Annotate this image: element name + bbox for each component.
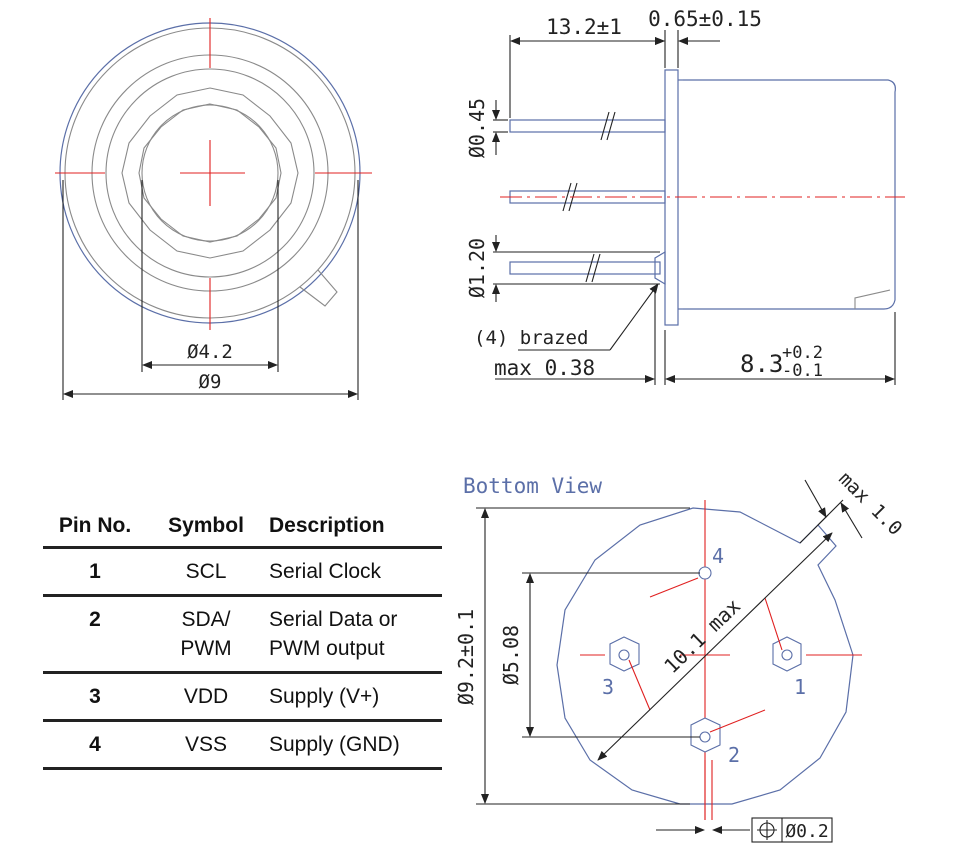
symbol-line: VSS [184,733,228,756]
description-line: Supply (GND) [269,733,400,756]
pin-no-cell: 4 [43,720,147,770]
body-length-label: 8.3 [740,350,783,378]
bottom-outline [556,507,854,805]
pin-no-cell: 3 [43,672,147,722]
pin-no-cell: 2 [43,595,147,674]
lead-dia-label: Ø0.45 [465,98,489,158]
table-row: 4 VSS Supply (GND) [43,720,442,770]
table-row: 1 SCL Serial Clock [43,547,442,597]
description-line: PWM output [269,637,385,660]
symbol-line: SDA/ [181,608,231,631]
bottom-view-title: Bottom View [463,474,602,498]
pin-2 [699,731,711,743]
description-line: Supply (V+) [269,685,380,708]
pin-table: Pin No. Symbol Description 1 SCL Serial … [43,508,442,770]
pin-3 [618,649,630,661]
max-tab-label: max 1.0 [834,468,906,540]
max-note: max 0.38 [494,356,595,380]
body-length-tol-plus: +0.2 [782,343,823,363]
pin-4-label: 4 [712,544,724,568]
lead-length-label: 13.2±1 [546,15,622,39]
header-symbol: Symbol [147,508,265,549]
pin-4 [698,566,712,580]
body-dia-label: Ø9.2±0.1 [454,609,478,705]
description-cell: Supply (V+) [265,672,442,722]
lead-top [509,119,666,133]
pin-table-header: Pin No. Symbol Description [43,508,442,549]
symbol-cell: SDA/PWM [147,595,265,674]
front-view: Ø4.2 Ø9 [55,18,372,400]
front-inner-circle [141,104,279,242]
lead-bottom [509,261,661,275]
tolerance-frame [751,817,833,843]
front-inner-dia-label: Ø4.2 [187,341,233,363]
position-tolerance-label: Ø0.2 [785,821,828,842]
body-length-tol-minus: -0.1 [782,361,823,381]
side-view: 13.2±1 0.65±0.15 Ø0.45 Ø1.20 (4) brazed … [465,7,905,385]
symbol-line: SCL [185,560,227,583]
front-tab [299,269,338,307]
description-cell: Serial Clock [265,547,442,597]
pin-1-label: 1 [794,675,806,699]
front-outer-dia-label: Ø9 [199,371,222,393]
symbol-line: VDD [183,685,229,708]
pin-1 [781,649,793,661]
braze-dia-label: Ø1.20 [465,238,489,298]
table-row: 2 SDA/PWM Serial Data or PWM output [43,595,442,674]
description-line: Serial Data or [269,608,398,631]
side-body [683,79,896,310]
symbol-cell: VSS [147,720,265,770]
symbol-line: PWM [180,637,232,660]
symbol-cell: VDD [147,672,265,722]
description-cell: Serial Data or PWM output [265,595,442,674]
description-line: Serial Clock [269,560,382,583]
pin-circle-label: Ø5.08 [499,625,523,685]
pin-3-label: 3 [602,675,614,699]
pin-no-cell: 1 [43,547,147,597]
description-cell: Supply (GND) [265,720,442,770]
braze-note: (4) brazed [474,327,588,349]
diag-dim-label: 10.1 max [659,594,745,678]
pin-2-label: 2 [728,743,740,767]
symbol-cell: SCL [147,547,265,597]
bottom-view: Bottom View 4 3 1 2 10.1 max [454,468,906,843]
flange-thickness-label: 0.65±0.15 [648,7,762,31]
table-row: 3 VDD Supply (V+) [43,672,442,722]
header-pin-no: Pin No. [43,508,147,549]
header-description: Description [265,508,442,549]
